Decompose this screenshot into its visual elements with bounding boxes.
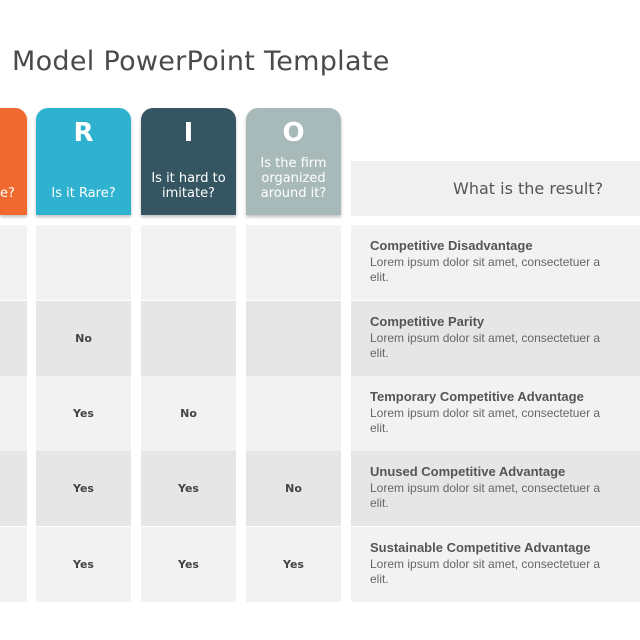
table-cell bbox=[0, 527, 27, 602]
result-title: Temporary Competitive Advantage bbox=[370, 389, 584, 404]
desc-line: elit. bbox=[370, 421, 389, 435]
table-cell bbox=[36, 225, 131, 300]
desc-line: elit. bbox=[370, 270, 389, 284]
result-title: Competitive Parity bbox=[370, 314, 485, 329]
table-cell: No bbox=[246, 451, 341, 526]
table-cell bbox=[246, 225, 341, 300]
column-header-r: R Is it Rare? bbox=[36, 108, 131, 215]
result-description: Lorem ipsum dolor sit amet, consectetuer… bbox=[370, 406, 640, 436]
column-letter: I bbox=[183, 118, 194, 148]
column-header-i: I Is it hard to imitate? bbox=[141, 108, 236, 215]
table-cell bbox=[0, 225, 27, 300]
desc-line: Lorem ipsum dolor sit amet, consectetuer… bbox=[370, 255, 601, 269]
result-description: Lorem ipsum dolor sit amet, consectetuer… bbox=[370, 557, 640, 587]
table-cell: Yes bbox=[246, 527, 341, 602]
result-description: Lorem ipsum dolor sit amet, consectetuer… bbox=[370, 331, 640, 361]
table-cell: Yes bbox=[36, 451, 131, 526]
desc-line: elit. bbox=[370, 572, 389, 586]
desc-line: elit. bbox=[370, 496, 389, 510]
result-title: Sustainable Competitive Advantage bbox=[370, 540, 591, 555]
table-cell bbox=[141, 225, 236, 300]
desc-line: elit. bbox=[370, 346, 389, 360]
result-header: What is the result? bbox=[351, 161, 640, 216]
desc-line: Lorem ipsum dolor sit amet, consectetuer… bbox=[370, 557, 601, 571]
slide-title: Model PowerPoint Template bbox=[12, 46, 390, 77]
table-cell bbox=[246, 301, 341, 376]
result-description: Lorem ipsum dolor sit amet, consectetuer… bbox=[370, 255, 640, 285]
table-cell bbox=[0, 376, 27, 451]
result-title: Unused Competitive Advantage bbox=[370, 464, 566, 479]
table-cell: Yes bbox=[36, 527, 131, 602]
column-header-v: e? bbox=[0, 108, 27, 215]
column-letter: O bbox=[282, 118, 305, 148]
column-question: Is it hard to imitate? bbox=[151, 171, 226, 201]
table-cell: Yes bbox=[141, 451, 236, 526]
column-question: Is the firm organized around it? bbox=[260, 156, 327, 201]
table-cell bbox=[246, 376, 341, 451]
table-cell: Yes bbox=[36, 376, 131, 451]
column-header-o: O Is the firm organized around it? bbox=[246, 108, 341, 215]
table-cell: No bbox=[36, 301, 131, 376]
desc-line: Lorem ipsum dolor sit amet, consectetuer… bbox=[370, 331, 601, 345]
table-cell: Yes bbox=[141, 527, 236, 602]
desc-line: Lorem ipsum dolor sit amet, consectetuer… bbox=[370, 406, 601, 420]
table-cell bbox=[0, 301, 27, 376]
column-question: Is it Rare? bbox=[51, 186, 116, 201]
table-cell bbox=[0, 451, 27, 526]
result-description: Lorem ipsum dolor sit amet, consectetuer… bbox=[370, 481, 640, 511]
result-title: Competitive Disadvantage bbox=[370, 238, 533, 253]
column-question: e? bbox=[0, 186, 15, 201]
table-cell bbox=[141, 301, 236, 376]
column-letter: R bbox=[73, 118, 94, 148]
table-cell: No bbox=[141, 376, 236, 451]
desc-line: Lorem ipsum dolor sit amet, consectetuer… bbox=[370, 481, 601, 495]
